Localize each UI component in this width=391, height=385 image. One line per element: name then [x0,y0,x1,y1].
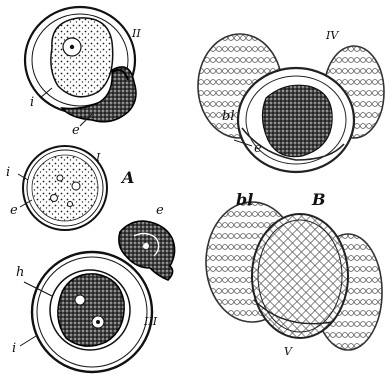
cell-I [18,146,107,230]
extruded-part-label-e: e [156,204,164,217]
grain-IV-numeral: IV [326,30,338,41]
cell-I-label-i: i [6,166,10,179]
grain-IV [198,34,384,172]
cell-III [20,252,152,372]
cell-II-protoplast [51,18,113,97]
panel-B-letter: B [312,192,326,208]
grain-IV-label-bl: bl [222,110,234,123]
cell-III-protoplast [58,274,124,346]
cell-I-label-e: e [10,204,18,217]
cell-III-label-i: i [12,342,16,355]
cell-I-numeral: I [96,152,100,163]
cell-II-label-e: e [72,124,80,137]
grain-V-numeral: V [284,346,292,357]
cell-III-label-h: h [16,266,24,279]
cell-I-protoplast [32,155,98,221]
grain-V-label-bl: bl [236,192,253,208]
grain-IV-body [262,85,332,156]
panel-A-letter: A [122,170,134,186]
grain-IV-label-e: e [254,142,262,155]
cell-II [25,7,136,126]
cell-II-label-i: i [30,96,34,109]
grain-V [206,202,382,350]
cell-III-numeral: III [144,316,157,327]
cell-II-numeral: II [132,28,141,39]
